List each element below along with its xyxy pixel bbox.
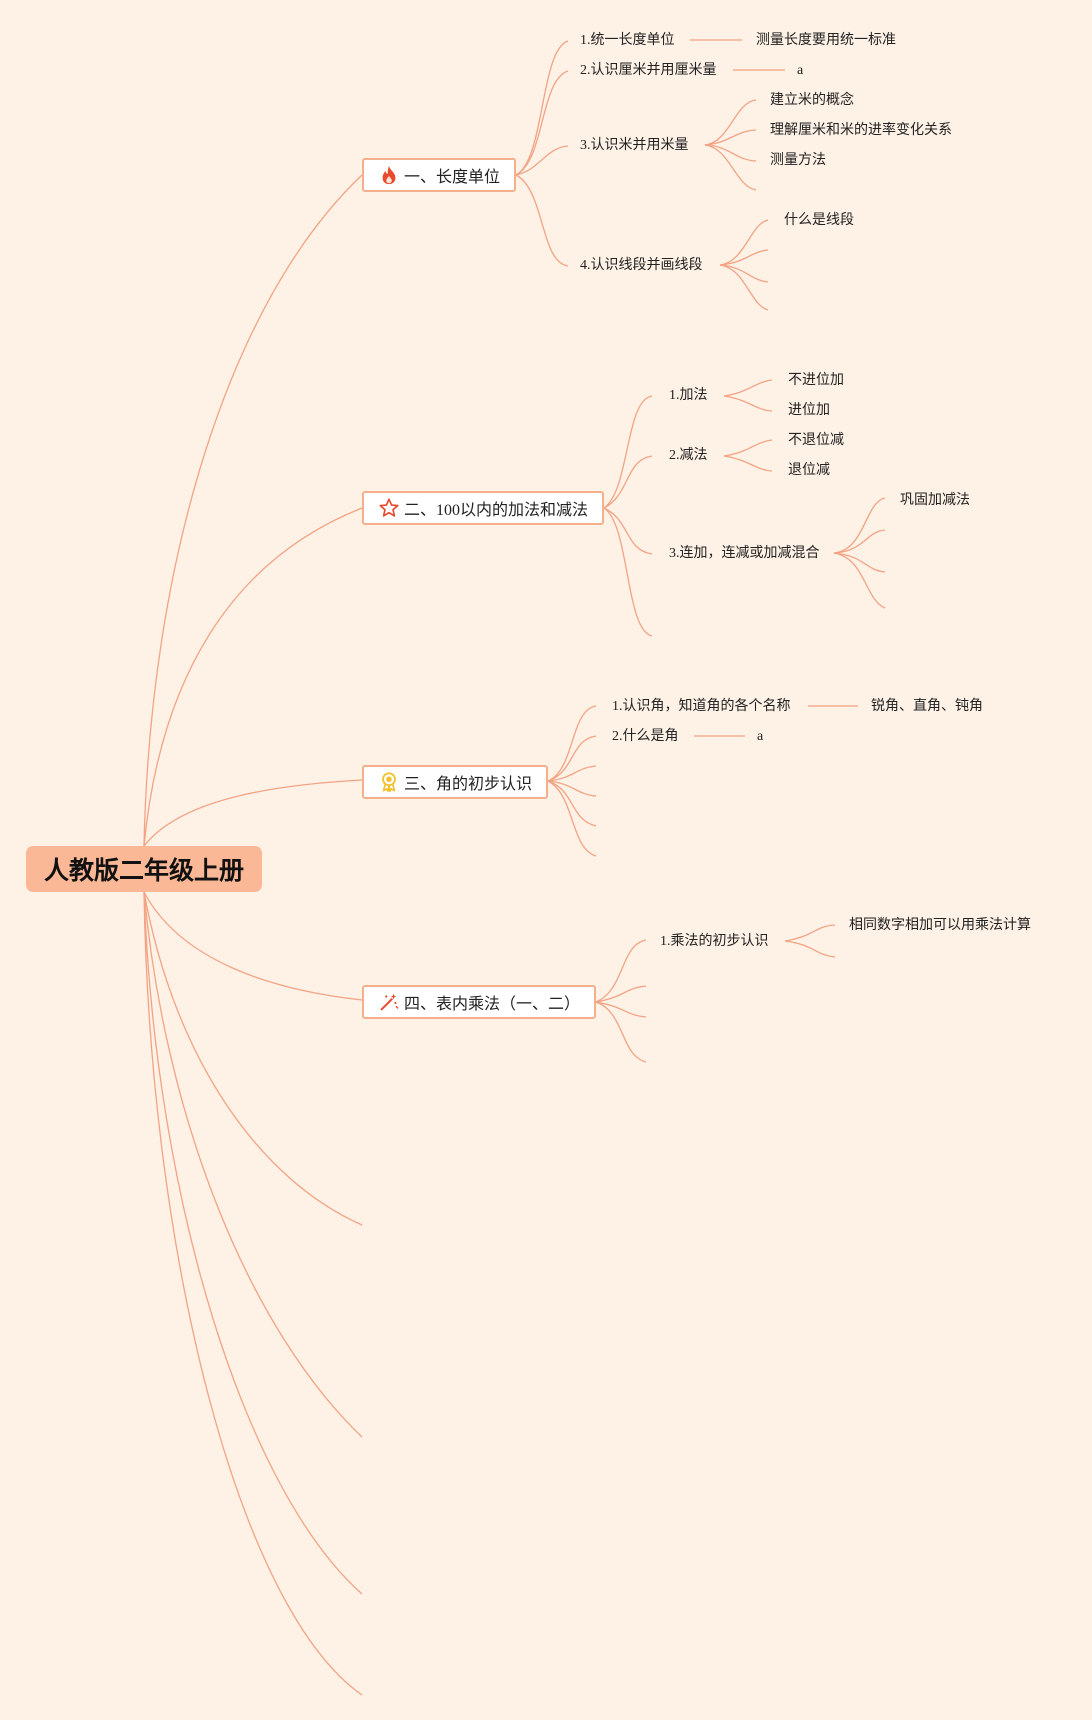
- topic-node[interactable]: 4.认识线段并画线段: [580, 258, 703, 273]
- b2t3-link-1: [833, 497, 886, 554]
- b1t4-link-1: [719, 219, 769, 266]
- magic-wand-icon: [378, 991, 400, 1013]
- topic-node[interactable]: 1.统一长度单位: [580, 33, 675, 48]
- detail-node[interactable]: 巩固加减法: [900, 493, 970, 508]
- b2-link-topic-1: [603, 395, 653, 509]
- detail-node[interactable]: 什么是线段: [784, 213, 854, 228]
- root-link-empty-3: [143, 891, 363, 1595]
- detail-node[interactable]: 不退位减: [788, 433, 844, 448]
- topic-node[interactable]: 1.加法: [669, 388, 708, 403]
- b4-link-topic-2: [595, 985, 647, 1003]
- b1t4-link-4: [719, 264, 769, 311]
- detail-node[interactable]: 建立米的概念: [770, 93, 854, 108]
- detail-node[interactable]: a: [797, 63, 804, 78]
- branch-multiplication[interactable]: 四、表内乘法（一、二）: [362, 985, 596, 1019]
- b1-link-topic-4: [515, 174, 569, 267]
- star-icon: [378, 497, 400, 519]
- b2-link-topic-2: [603, 455, 653, 509]
- detail-node[interactable]: 测量方法: [770, 153, 826, 168]
- award-medal-icon: [378, 771, 400, 793]
- root-link-empty-1: [143, 891, 363, 1226]
- b2t2-link-2: [723, 455, 773, 472]
- branch-label: 四、表内乘法（一、二）: [404, 996, 581, 1013]
- branch-label: 二、100以内的加法和减法: [404, 502, 589, 519]
- b1t3-link-4: [704, 144, 757, 191]
- b2t3-link-3: [833, 552, 886, 573]
- detail-node[interactable]: 理解厘米和米的进率变化关系: [770, 123, 952, 138]
- b2-link-topic-4: [603, 507, 653, 637]
- detail-node[interactable]: 退位减: [788, 463, 830, 478]
- b2-link-topic-3: [603, 507, 653, 555]
- b4t1-link-1: [784, 924, 836, 942]
- topic-node[interactable]: 2.减法: [669, 448, 708, 463]
- root-link-branch-2: [143, 507, 363, 847]
- root-link-empty-4: [143, 891, 363, 1696]
- b4-link-topic-4: [595, 1001, 647, 1063]
- root-link-branch-4: [143, 891, 363, 1001]
- b2t3-link-2: [833, 529, 886, 554]
- b2t1-link-2: [723, 395, 773, 412]
- topic-node[interactable]: 3.认识米并用米量: [580, 138, 689, 153]
- root-link-empty-2: [143, 891, 363, 1438]
- b3-link-topic-1: [547, 705, 597, 782]
- b2t3-link-4: [833, 552, 886, 609]
- root-link-branch-3: [143, 779, 363, 847]
- b2t2-link-1: [723, 439, 773, 457]
- detail-node[interactable]: 相同数字相加可以用乘法计算: [849, 918, 1031, 933]
- branch-label: 三、角的初步认识: [404, 776, 533, 793]
- branch-length-units[interactable]: 一、长度单位: [362, 158, 516, 192]
- b4-link-topic-1: [595, 939, 647, 1003]
- b1t4-link-2: [719, 249, 769, 266]
- b1-link-topic-1: [515, 40, 569, 176]
- topic-node[interactable]: 2.什么是角: [612, 729, 679, 744]
- b4t1-link-2: [784, 940, 836, 958]
- b3-link-topic-3: [547, 765, 597, 782]
- topic-node[interactable]: 3.连加，连减或加减混合: [669, 546, 820, 561]
- b4-link-topic-3: [595, 1001, 647, 1018]
- branch-addition-subtraction[interactable]: 二、100以内的加法和减法: [362, 491, 604, 525]
- b3-link-topic-6: [547, 780, 597, 857]
- detail-node[interactable]: 不进位加: [788, 373, 844, 388]
- b3-link-topic-5: [547, 780, 597, 827]
- root-link-branch-1: [143, 174, 363, 847]
- detail-node[interactable]: 测量长度要用统一标准: [756, 33, 896, 48]
- topic-node[interactable]: 2.认识厘米并用厘米量: [580, 63, 717, 78]
- b1t3-link-2: [704, 129, 757, 146]
- b1-link-topic-3: [515, 145, 569, 176]
- b1t3-link-3: [704, 144, 757, 162]
- detail-node[interactable]: a: [757, 729, 764, 744]
- branch-angles[interactable]: 三、角的初步认识: [362, 765, 548, 799]
- branch-label: 一、长度单位: [404, 169, 501, 186]
- detail-node[interactable]: 锐角、直角、钝角: [871, 699, 983, 714]
- b1-link-topic-2: [515, 70, 569, 176]
- root-topic[interactable]: 人教版二年级上册: [26, 846, 262, 892]
- b2t1-link-1: [723, 379, 773, 397]
- fire-icon: [378, 164, 400, 186]
- detail-node[interactable]: 进位加: [788, 403, 830, 418]
- b3-link-topic-4: [547, 780, 597, 797]
- b3-link-topic-2: [547, 735, 597, 782]
- topic-node[interactable]: 1.认识角，知道角的各个名称: [612, 699, 791, 714]
- b1t3-link-1: [704, 99, 757, 146]
- topic-node[interactable]: 1.乘法的初步认识: [660, 934, 769, 949]
